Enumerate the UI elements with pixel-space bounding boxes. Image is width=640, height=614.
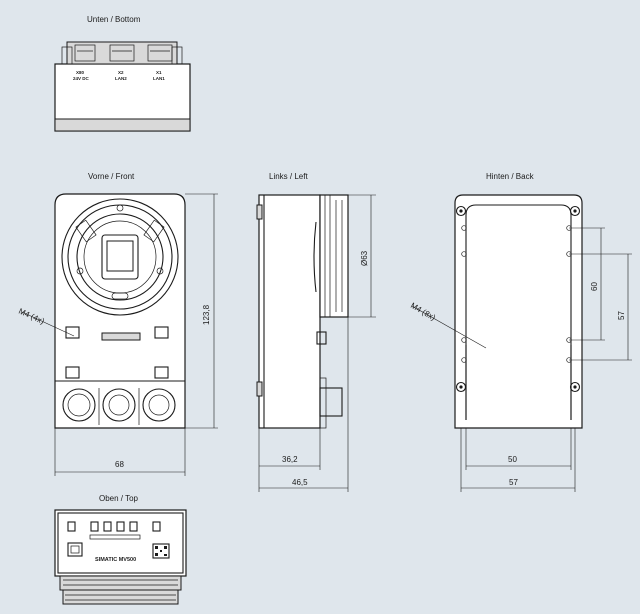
back-view: Hinten / Back 60 57 50 <box>409 172 632 492</box>
left-side-port <box>316 331 327 345</box>
top-led <box>116 521 125 532</box>
back-housing <box>454 194 583 429</box>
left-view: Links / Left Ø63 36,2 46,5 <box>256 172 376 492</box>
m4-back-leader <box>411 305 487 349</box>
lens-sensor <box>106 240 134 272</box>
top-sensor-square <box>67 542 83 557</box>
x2-label: X2 <box>118 70 124 75</box>
left-housing <box>258 194 321 429</box>
depth-body-label: 36,2 <box>282 455 298 464</box>
lens-sensor-frame <box>101 234 139 280</box>
top-led <box>152 521 161 532</box>
back-corner-screw-center <box>573 209 577 213</box>
top-lens-front <box>62 589 179 605</box>
front-mount-hole <box>154 366 169 379</box>
back-corner-screw-center <box>459 385 463 389</box>
front-mount-hole <box>65 366 80 379</box>
top-sensor-inner <box>70 545 80 554</box>
top-lens-barrel <box>59 575 182 591</box>
back-corner-screw-center <box>459 209 463 213</box>
m4-front-leader <box>21 311 75 337</box>
bottom-view-title: Unten / Bottom <box>87 15 141 24</box>
front-view: Vorne / Front 123,8 <box>17 172 218 476</box>
lens-light-right <box>143 219 165 243</box>
top-led <box>90 521 99 532</box>
back-corner-screw-center <box>573 385 577 389</box>
x80-sub-label: 24V DC <box>73 76 90 81</box>
lens-dot-top <box>116 204 124 212</box>
x80-label: X80 <box>76 70 85 75</box>
diameter-dimension-label: Ø63 <box>360 250 369 266</box>
front-mount-hole <box>154 326 169 339</box>
front-connector-x80-inner <box>67 393 91 417</box>
front-housing <box>54 193 186 429</box>
left-connector-flange <box>319 377 327 429</box>
depth-total-label: 46,5 <box>292 478 308 487</box>
top-led <box>129 521 138 532</box>
left-side-connector <box>319 387 343 417</box>
front-connector-x2-inner <box>108 394 130 416</box>
top-led-label-strip <box>89 534 141 540</box>
x2-sub-label: LAN2 <box>115 76 127 81</box>
top-view: Oben / Top SIMATIC MV500 <box>54 494 187 605</box>
back-corner-screw <box>455 205 467 217</box>
left-clip-top <box>256 204 263 220</box>
front-view-title: Vorne / Front <box>88 172 135 181</box>
lens-barrel <box>319 194 349 318</box>
m4-hole <box>461 251 467 257</box>
m4-front-label: M4 (4x) <box>17 307 46 326</box>
back-view-title: Hinten / Back <box>486 172 535 181</box>
lens-bottom-led <box>111 292 129 300</box>
back-inner-top <box>465 204 572 216</box>
lens-light-left <box>75 219 97 243</box>
product-label: SIMATIC MV500 <box>95 557 136 563</box>
x1-label: X1 <box>156 70 162 75</box>
lens-dot-right <box>156 267 164 275</box>
dim-50-label: 50 <box>508 455 517 464</box>
front-status-leds <box>101 332 141 341</box>
lens-dot-left <box>76 267 84 275</box>
back-inner-lower <box>465 345 572 420</box>
m4-hole <box>461 337 467 343</box>
m4-hole <box>461 357 467 363</box>
lens-ring-3 <box>76 213 164 301</box>
bottom-connector-x1 <box>147 44 173 62</box>
m4-hole <box>461 225 467 231</box>
dim-60-label: 60 <box>590 282 599 291</box>
dim-57v-label: 57 <box>617 311 626 320</box>
left-clip-bottom <box>256 381 263 397</box>
lens-outer-ring <box>61 198 179 316</box>
front-connector-x1-inner <box>148 394 170 416</box>
bottom-base-strip <box>54 118 191 132</box>
back-corner-screw <box>569 205 581 217</box>
bottom-connector-block <box>66 41 178 65</box>
front-connector-x80 <box>62 388 96 422</box>
top-view-title: Oben / Top <box>99 494 139 503</box>
m4-back-label: M4 (8x) <box>409 301 437 323</box>
top-led <box>103 521 112 532</box>
top-qr-pattern <box>155 546 167 556</box>
bottom-connector-x2 <box>109 44 135 62</box>
front-connector-x2 <box>102 388 136 422</box>
x1-sub-label: LAN1 <box>153 76 165 81</box>
back-corner-screw <box>569 381 581 393</box>
lens-curve <box>313 221 317 293</box>
top-inner-frame <box>57 512 184 574</box>
bottom-connector-x80 <box>74 44 96 62</box>
front-connector-x1 <box>142 388 176 422</box>
top-qr-code <box>152 543 170 559</box>
back-corner-screw <box>455 381 467 393</box>
bottom-side-tab-left <box>61 46 73 65</box>
height-dimension-label: 123,8 <box>202 304 211 325</box>
width-dimension-label: 68 <box>115 460 124 469</box>
dim-57h-label: 57 <box>509 478 518 487</box>
bottom-view: Unten / Bottom X80 24V DC X2 LAN2 X1 LAN… <box>54 15 191 132</box>
left-view-title: Links / Left <box>269 172 308 181</box>
top-led <box>67 521 76 532</box>
